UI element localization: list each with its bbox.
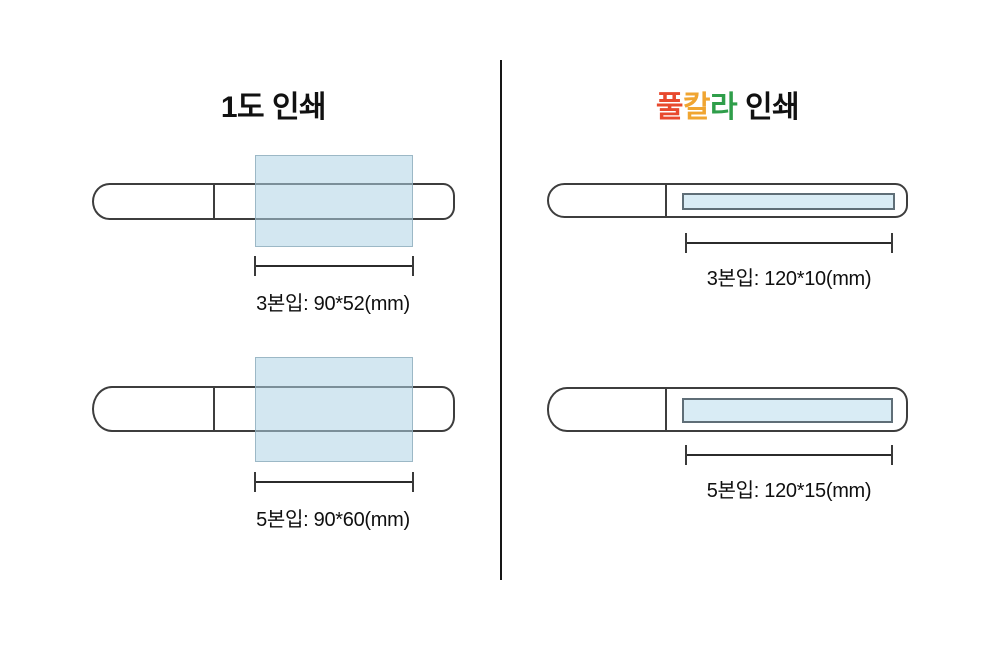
dimension-tick-right — [891, 233, 893, 253]
dimension-label: 5본입: 90*60(mm) — [256, 509, 410, 531]
dimension-tick-right — [891, 445, 893, 465]
dimension-tick-right — [412, 472, 414, 492]
pen-cap-divider — [665, 185, 667, 216]
title-part-black: 인쇄 — [737, 91, 800, 124]
dimension-tick-left — [254, 472, 256, 492]
print-area-bar — [682, 398, 893, 423]
dimension-label: 5본입: 120*15(mm) — [706, 480, 872, 502]
left-section-title: 1도 인쇄 — [220, 91, 327, 124]
title-part-yellow: 칼 — [682, 91, 711, 124]
title-part-red: 풀 — [655, 91, 684, 124]
dimension-tick-left — [685, 233, 687, 253]
section-divider-line — [500, 60, 502, 580]
pen-cap-divider — [213, 185, 215, 218]
pen-cap-divider — [665, 389, 667, 430]
dimension-line — [685, 242, 893, 244]
dimension-tick-right — [412, 256, 414, 276]
pen-cap-divider — [213, 388, 215, 430]
dimension-tick-left — [685, 445, 687, 465]
print-area-overlay — [255, 155, 413, 247]
dimension-label: 3본입: 120*10(mm) — [706, 268, 872, 290]
right-section-title: 풀칼라 인쇄 — [547, 82, 908, 126]
dimension-line — [254, 265, 414, 267]
dimension-label: 3본입: 90*52(mm) — [256, 293, 410, 315]
dimension-line — [254, 481, 414, 483]
dimension-tick-left — [254, 256, 256, 276]
print-area-overlay — [255, 357, 413, 462]
print-area-bar — [682, 193, 895, 210]
dimension-line — [685, 454, 893, 456]
title-part-green: 라 — [710, 91, 738, 124]
